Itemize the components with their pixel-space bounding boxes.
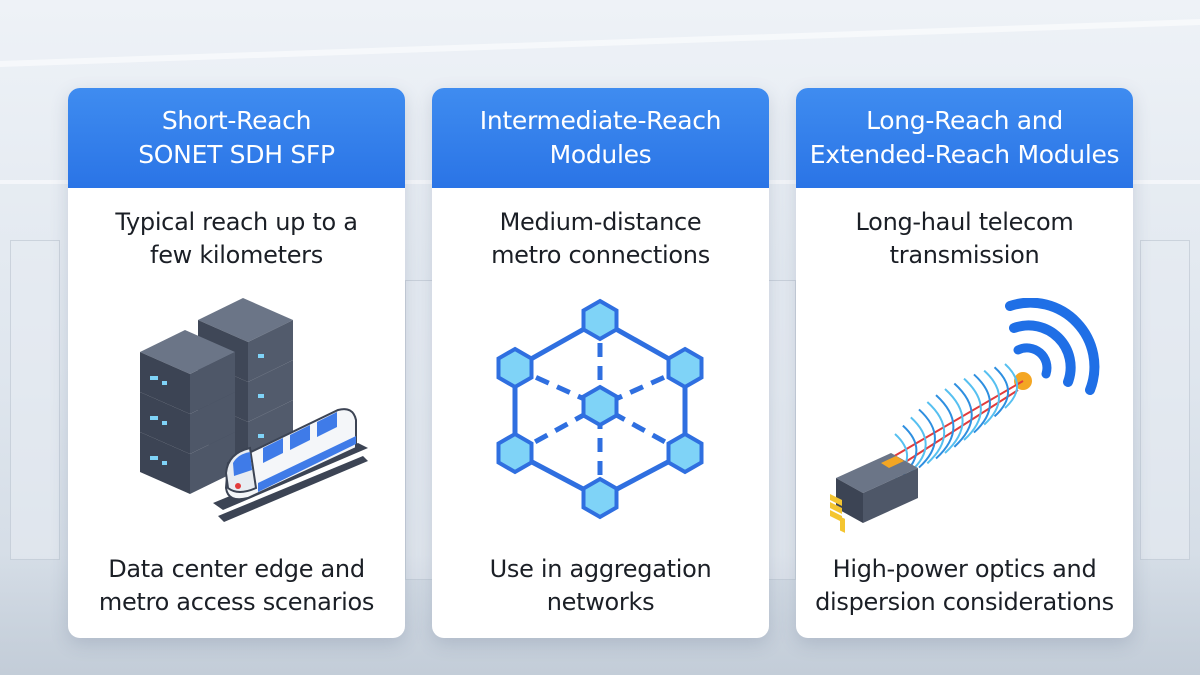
wave-line [1004, 363, 1019, 409]
server-stack-icon [140, 298, 293, 494]
network-node-icon [581, 476, 619, 520]
card-long-reach: Long-Reach and Extended-Reach Modules Lo… [796, 88, 1133, 638]
card-reach-line: few kilometers [150, 241, 323, 269]
hexagon-network-icon [432, 298, 769, 543]
network-node-icon [581, 384, 619, 428]
card-title-line: Short-Reach [161, 106, 312, 135]
card-usage-line: Use in aggregation [489, 555, 712, 583]
card-usage-line: metro access scenarios [98, 588, 375, 616]
wave-line [944, 388, 964, 454]
card-usage-text: Data center edge and metro access scenar… [68, 553, 405, 619]
card-usage-line: Data center edge and [108, 555, 365, 583]
wave-line [910, 416, 927, 473]
wave-line [953, 382, 973, 448]
wave-line [926, 401, 946, 465]
card-reach-line: Long-haul telecom [855, 208, 1074, 236]
card-reach-line: Medium-distance [499, 208, 702, 236]
card-usage-line: High-power optics and [832, 555, 1097, 583]
card-short-reach: Short-Reach SONET SDH SFP Typical reach … [68, 88, 405, 638]
card-intermediate-reach: Intermediate-Reach Modules Medium-distan… [432, 88, 769, 638]
card-header: Short-Reach SONET SDH SFP [68, 88, 405, 188]
network-node-icon [581, 298, 619, 342]
card-usage-text: High-power optics and dispersion conside… [796, 553, 1133, 619]
card-reach-text: Long-haul telecom transmission [796, 206, 1133, 272]
card-usage-text: Use in aggregation networks [432, 553, 769, 619]
card-reach-text: Typical reach up to a few kilometers [68, 206, 405, 272]
card-title-line: Long-Reach and [866, 106, 1063, 135]
card-header: Intermediate-Reach Modules [432, 88, 769, 188]
wave-line [963, 377, 982, 441]
card-title-line: Extended-Reach Modules [809, 140, 1120, 169]
dispersion-wave-icon [894, 363, 1019, 479]
card-reach-line: metro connections [491, 241, 710, 269]
card-header: Long-Reach and Extended-Reach Modules [796, 88, 1133, 188]
network-node-icon [496, 346, 534, 390]
wave-line [983, 369, 1000, 426]
card-reach-line: transmission [889, 241, 1040, 269]
card-usage-line: dispersion considerations [815, 588, 1114, 616]
card-usage-line: networks [546, 588, 655, 616]
wave-line [918, 408, 936, 469]
network-node-icon [666, 431, 704, 475]
transceiver-module-icon [830, 453, 918, 533]
wave-line [973, 373, 991, 434]
card-title-line: Modules [549, 140, 652, 169]
network-node-icon [666, 346, 704, 390]
wave-line [935, 394, 955, 460]
card-reach-line: Typical reach up to a [115, 208, 358, 236]
card-reach-text: Medium-distance metro connections [432, 206, 769, 272]
wave-line [993, 366, 1009, 418]
network-node-icon [496, 431, 534, 475]
train-icon [213, 408, 368, 522]
card-title-line: SONET SDH SFP [138, 140, 335, 169]
card-title-line: Intermediate-Reach [479, 106, 722, 135]
wireless-signal-icon [1005, 297, 1100, 395]
servers-and-train-icon [68, 298, 405, 543]
optical-transceiver-signal-icon [796, 297, 1133, 543]
